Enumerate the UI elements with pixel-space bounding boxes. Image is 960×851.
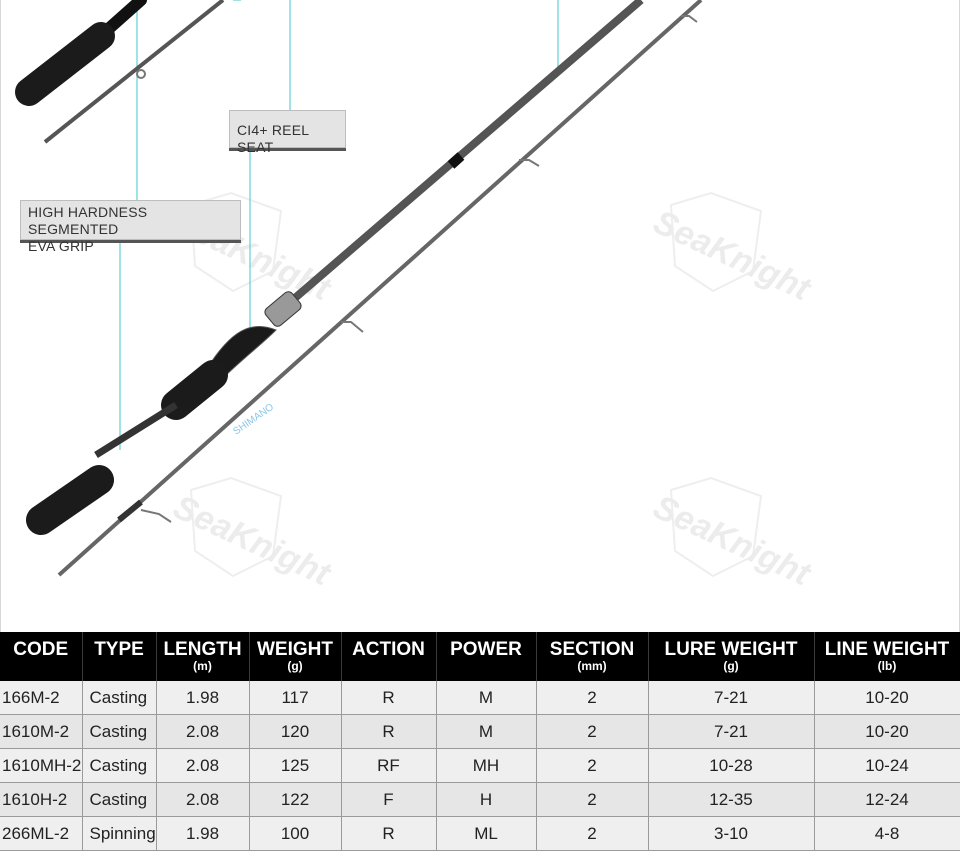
cell-section: 2 (536, 816, 649, 851)
cell-weight: 125 (249, 748, 342, 783)
cell-code: 1610M-2 (0, 714, 83, 749)
cell-length: 2.08 (156, 714, 250, 749)
cell-section: 2 (536, 782, 649, 817)
cell-line-weight: 12-24 (814, 782, 960, 817)
col-header-weight: WEIGHT(g) (249, 632, 342, 681)
cell-code: 1610H-2 (0, 782, 83, 817)
cell-lure-weight: 7-21 (648, 681, 815, 715)
col-header-section: SECTION(mm) (536, 632, 649, 681)
svg-text:SeaKnight: SeaKnight (648, 488, 818, 594)
watermark-text: SeaKnight SeaKnight SeaKnight SeaKnight (168, 203, 818, 594)
col-header-line-weight: LINE WEIGHT(lb) (814, 632, 960, 681)
rod-two-tip (57, 0, 703, 577)
cell-weight: 117 (249, 681, 342, 715)
cell-power: M (436, 681, 537, 715)
col-header-lure-weight: LURE WEIGHT(g) (648, 632, 815, 681)
cell-weight: 120 (249, 714, 342, 749)
cell-lure-weight: 3-10 (648, 816, 815, 851)
cell-length: 2.08 (156, 748, 250, 783)
svg-text:SeaKnight: SeaKnight (168, 488, 338, 594)
callout-eva-grip: HIGH HARDNESS SEGMENTED EVA GRIP (20, 200, 241, 254)
spec-table: CODE TYPE LENGTH(m) WEIGHT(g) ACTION POW… (0, 632, 960, 851)
cell-action: R (341, 681, 437, 715)
cell-line-weight: 10-20 (814, 714, 960, 749)
cell-power: H (436, 782, 537, 817)
spec-table-header: CODE TYPE LENGTH(m) WEIGHT(g) ACTION POW… (0, 632, 960, 681)
cell-length: 2.08 (156, 782, 250, 817)
rod-two-butt: SHIMANO (26, 0, 644, 535)
col-header-power: POWER (436, 632, 537, 681)
cell-code: 266ML-2 (0, 816, 83, 851)
callout-leader-lines (119, 0, 559, 450)
svg-text:SHIMANO: SHIMANO (231, 402, 276, 438)
cell-lure-weight: 10-28 (648, 748, 815, 783)
cell-line-weight: 10-20 (814, 681, 960, 715)
cell-weight: 100 (249, 816, 342, 851)
cell-code: 1610MH-2 (0, 748, 83, 783)
table-row: 1610MH-2 Casting 2.08 125 RF MH 2 10-28 … (0, 748, 960, 783)
cell-line-weight: 10-24 (814, 748, 960, 783)
table-row: 1610H-2 Casting 2.08 122 F H 2 12-35 12-… (0, 782, 960, 817)
cell-type: Spinning (82, 816, 157, 851)
cell-lure-weight: 7-21 (648, 714, 815, 749)
cell-length: 1.98 (156, 681, 250, 715)
cell-type: Casting (82, 782, 157, 817)
cell-action: RF (341, 748, 437, 783)
cell-section: 2 (536, 714, 649, 749)
svg-text:SeaKnight: SeaKnight (648, 203, 818, 309)
col-header-code: CODE (0, 632, 83, 681)
cell-power: ML (436, 816, 537, 851)
watermark-logos (189, 191, 763, 578)
product-illustration: SeaKnight SeaKnight SeaKnight SeaKnight (0, 0, 960, 632)
callout-reel-seat: CI4+ REEL SEAT (229, 110, 346, 155)
col-header-length: LENGTH(m) (156, 632, 250, 681)
cell-type: Casting (82, 714, 157, 749)
cell-section: 2 (536, 681, 649, 715)
fishing-rod-drawing: SeaKnight SeaKnight SeaKnight SeaKnight (15, 0, 818, 594)
cell-length: 1.98 (156, 816, 250, 851)
cell-power: MH (436, 748, 537, 783)
table-row: 266ML-2 Spinning 1.98 100 R ML 2 3-10 4-… (0, 816, 960, 851)
cell-power: M (436, 714, 537, 749)
rod-one (15, 0, 225, 144)
table-row: 166M-2 Casting 1.98 117 R M 2 7-21 10-20 (0, 681, 960, 715)
cell-type: Casting (82, 748, 157, 783)
cell-action: R (341, 816, 437, 851)
col-header-type: TYPE (82, 632, 157, 681)
cell-type: Casting (82, 681, 157, 715)
cell-action: F (341, 782, 437, 817)
cell-action: R (341, 714, 437, 749)
cell-code: 166M-2 (0, 681, 83, 715)
cell-section: 2 (536, 748, 649, 783)
cell-line-weight: 4-8 (814, 816, 960, 851)
table-row: 1610M-2 Casting 2.08 120 R M 2 7-21 10-2… (0, 714, 960, 749)
cell-lure-weight: 12-35 (648, 782, 815, 817)
cell-weight: 122 (249, 782, 342, 817)
col-header-action: ACTION (341, 632, 437, 681)
